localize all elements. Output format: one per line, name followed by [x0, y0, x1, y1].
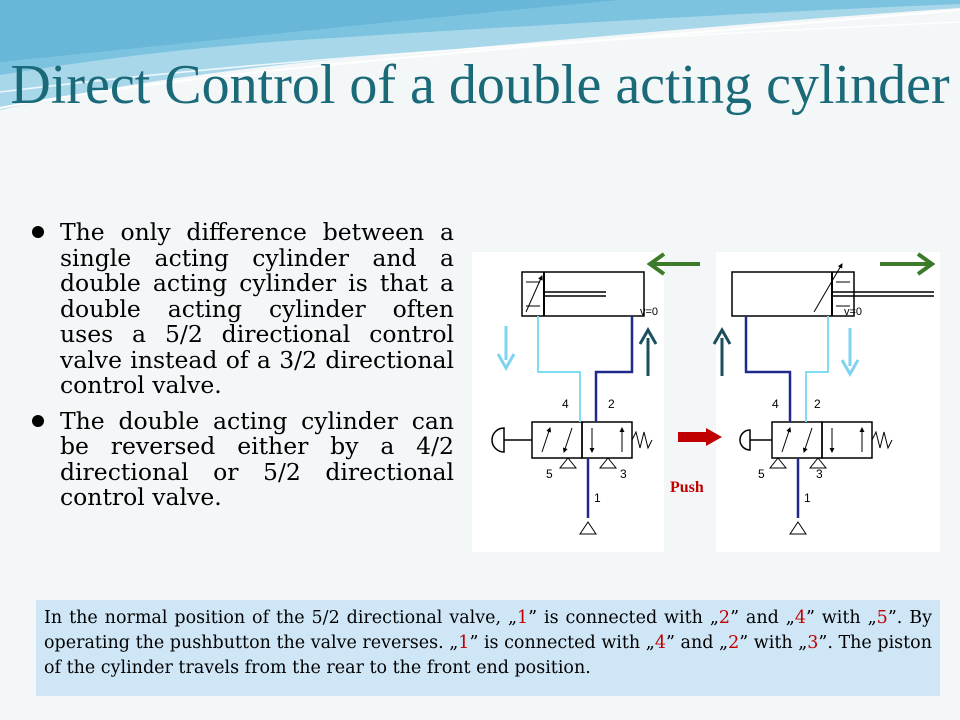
flow-arrow-up-icon	[712, 326, 732, 376]
note-text: ” with „	[739, 633, 808, 653]
left-circuit: v=0 4 2 5 3 1	[491, 252, 700, 535]
port-label: 1	[804, 491, 811, 505]
flow-arrow-down-icon	[496, 326, 516, 372]
flow-arrow-down-icon	[840, 328, 860, 378]
bullet-text: The double acting cylinder can be revers…	[60, 406, 454, 511]
note-text: ”. By operating the pushbutton the valve…	[44, 608, 932, 653]
port-number: 2	[728, 633, 740, 653]
valve-symbol	[491, 398, 653, 535]
port-label: 3	[816, 467, 823, 481]
exhaust-line	[537, 316, 581, 398]
right-circuit: v=0 4 2 5 3 1	[712, 252, 936, 535]
bullet-list: The only difference between a single act…	[30, 218, 454, 521]
bullet-item: The only difference between a single act…	[30, 218, 454, 399]
cylinder-symbol	[521, 271, 645, 317]
note-text: ” and „	[730, 608, 795, 628]
note-text: ” is connected with „	[528, 608, 719, 628]
pressure-source-icon	[789, 521, 807, 535]
port-number: 5	[876, 608, 888, 628]
port-number: 4	[794, 608, 806, 628]
exhaust-line	[805, 316, 829, 398]
note-text: ” and „	[666, 633, 729, 653]
right-circuit-panel	[716, 252, 940, 552]
port-number: 1	[517, 608, 529, 628]
note-text: ” with „	[805, 608, 877, 628]
port-number: 3	[807, 633, 819, 653]
flow-arrow-up-icon	[638, 326, 658, 376]
page-title: Direct Control of a double acting cylind…	[10, 54, 950, 116]
port-label: 5	[546, 467, 553, 481]
header-wave-decoration	[0, 0, 960, 110]
bullet-text: The only difference between a single act…	[60, 218, 454, 399]
port-number: 2	[718, 608, 731, 628]
note-text: ” is connected with „	[469, 633, 655, 653]
bullet-icon	[32, 414, 44, 427]
bullet-icon	[32, 226, 44, 238]
cylinder-symbol	[731, 263, 934, 317]
velocity-label: v=0	[844, 306, 862, 318]
port-label: 2	[814, 397, 821, 411]
push-arrow-icon	[678, 428, 722, 446]
left-circuit-panel	[472, 252, 664, 552]
port-number: 1	[458, 633, 470, 653]
arrow-right-icon	[880, 252, 936, 276]
supply-line-to-cylinder	[594, 316, 634, 398]
push-label: Push	[670, 479, 704, 496]
bullet-item: The double acting cylinder can be revers…	[30, 406, 454, 511]
port-label: 5	[758, 467, 765, 481]
pneumatic-circuit-diagram: v=0 4 2 5 3 1	[472, 252, 940, 552]
pushbutton-icon	[739, 429, 772, 451]
note-text: ”. The piston of the cylinder travels fr…	[44, 633, 932, 678]
port-label: 2	[608, 397, 615, 411]
pushbutton-icon	[491, 427, 532, 453]
explanation-note: In the normal position of the 5/2 direct…	[36, 600, 940, 696]
port-label: 1	[594, 491, 601, 505]
valve-symbol	[739, 398, 893, 535]
pressure-source-icon	[579, 521, 597, 535]
velocity-label: v=0	[640, 306, 658, 318]
port-label: 4	[562, 397, 569, 411]
arrow-left-icon	[646, 252, 700, 276]
note-text: In the normal position of the 5/2 direct…	[44, 608, 518, 628]
port-number: 4	[654, 633, 666, 653]
port-label: 3	[620, 467, 627, 481]
port-label: 4	[772, 397, 779, 411]
supply-line-to-cylinder	[744, 316, 792, 398]
